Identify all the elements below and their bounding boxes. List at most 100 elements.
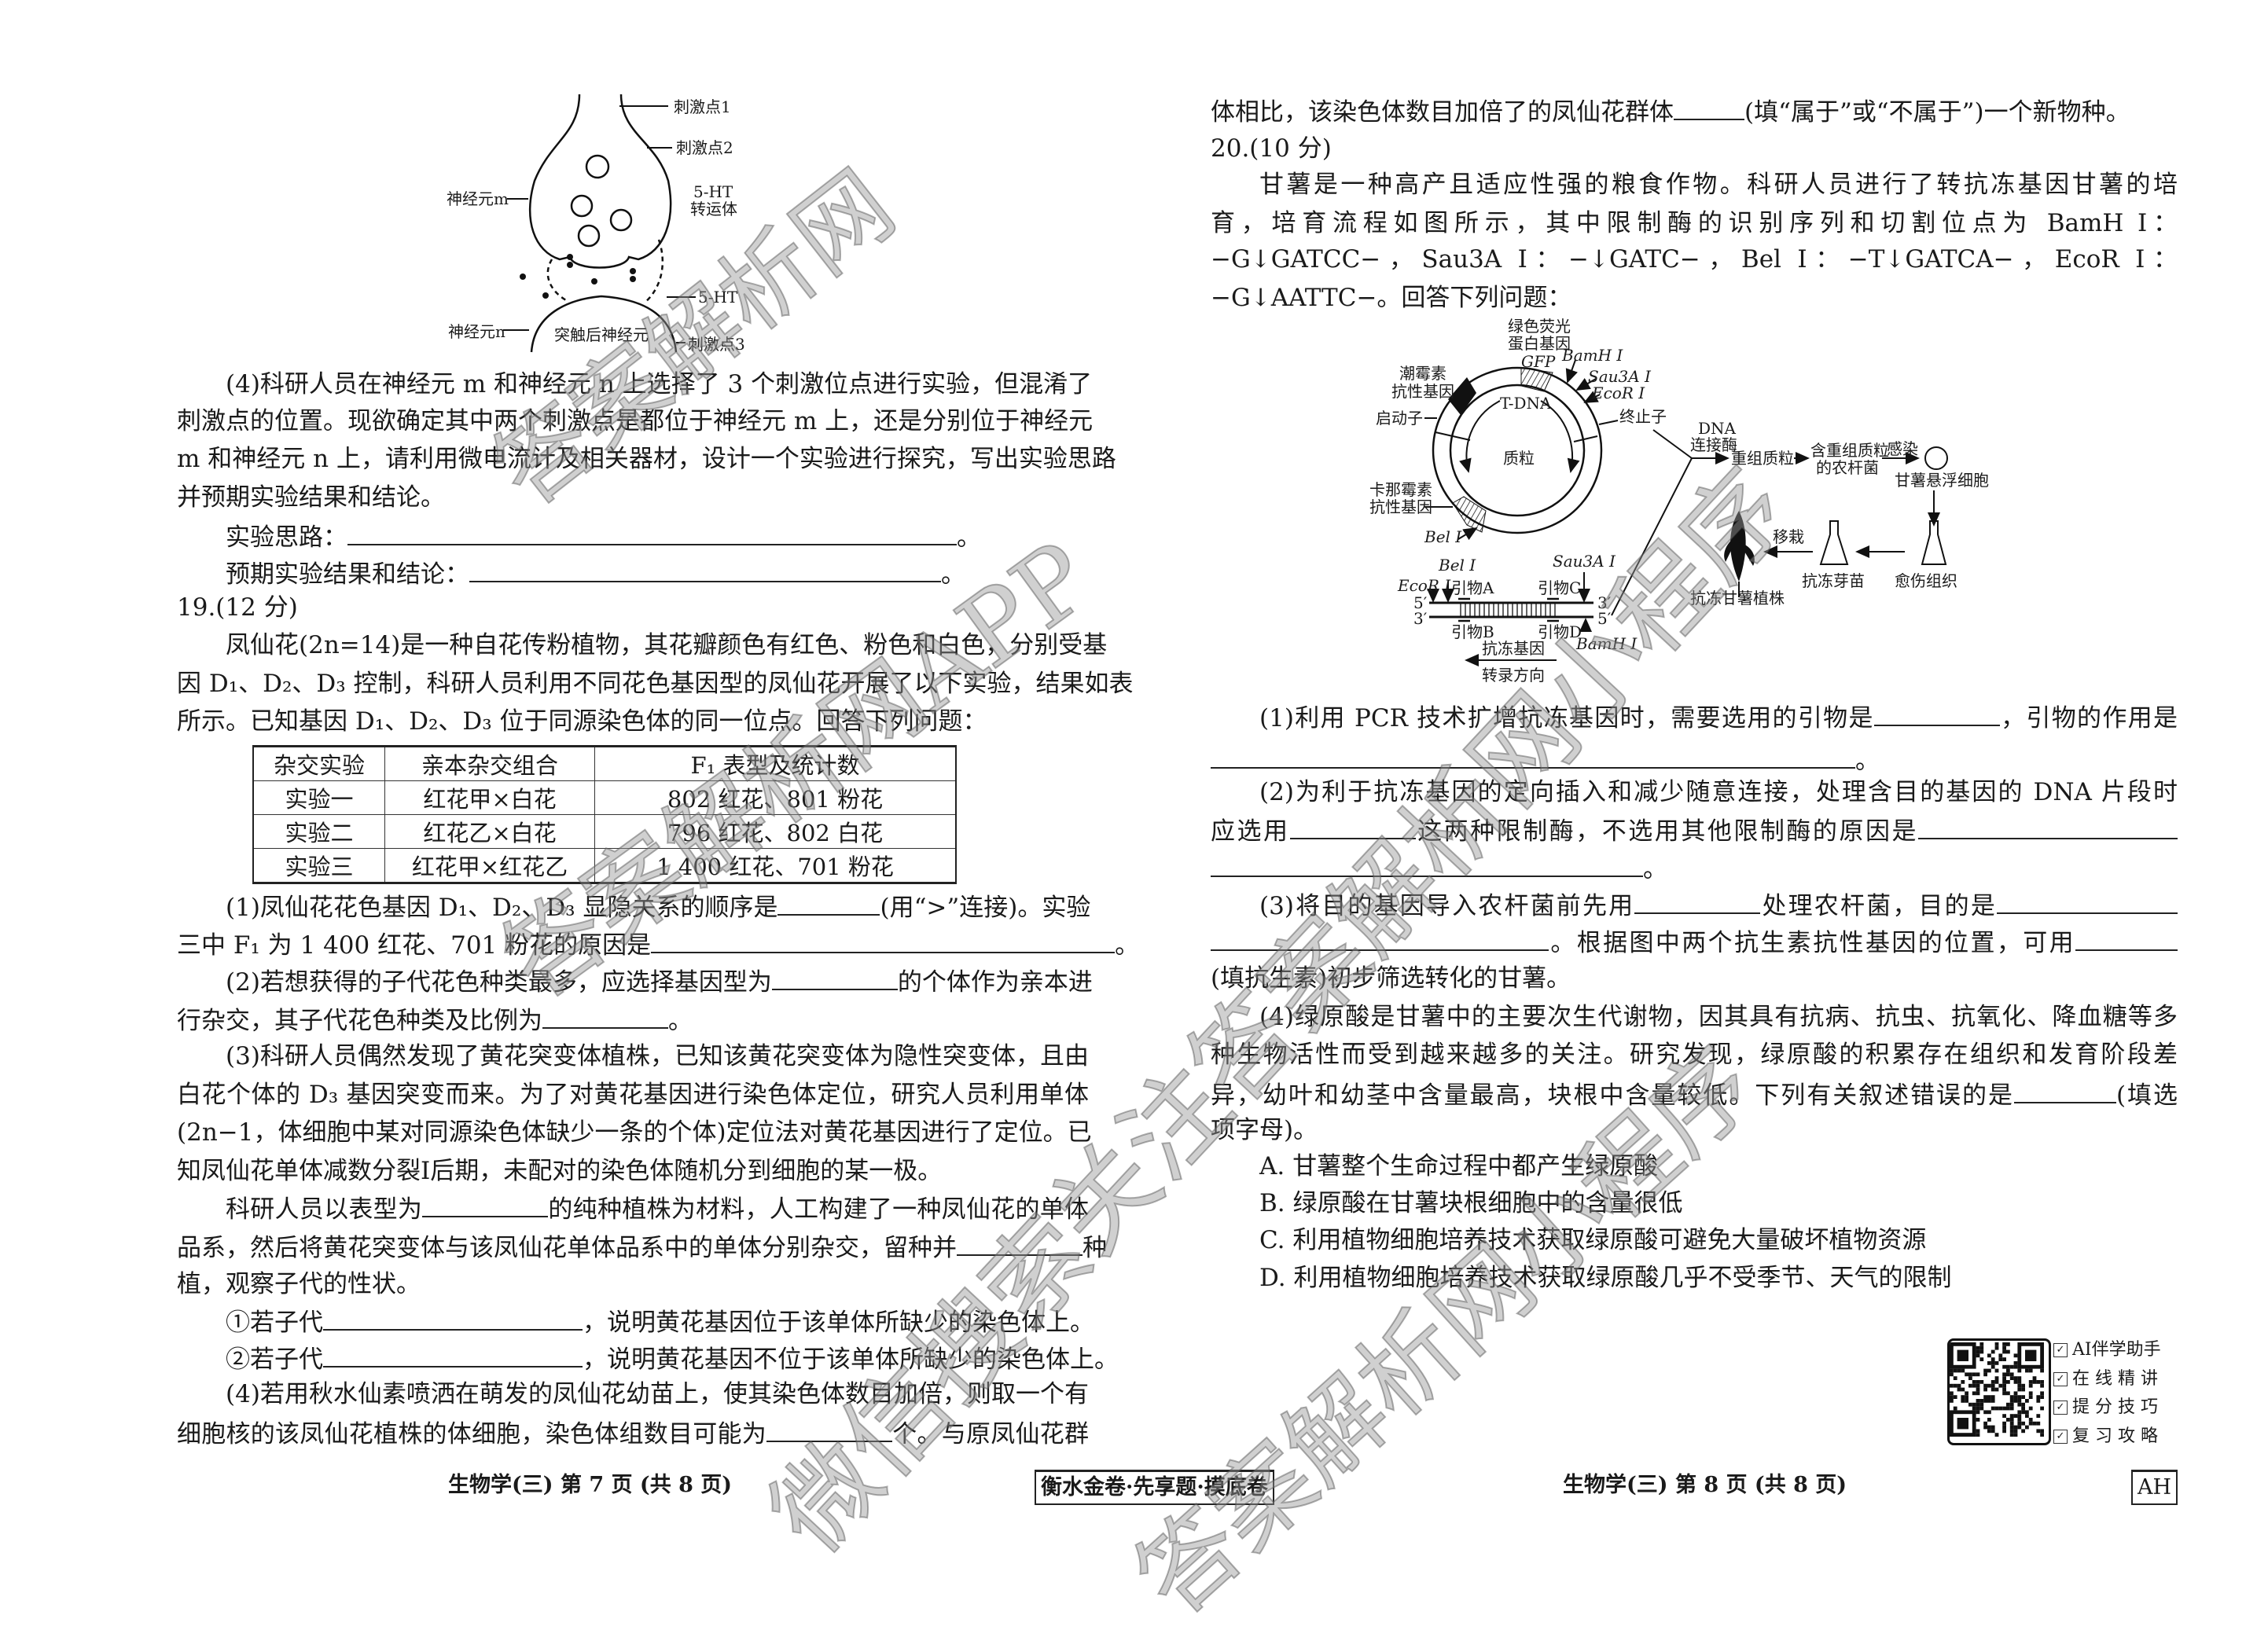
label-neuron-n: 神经元n	[448, 322, 505, 341]
text-segment: 科研人员以表型为	[226, 1195, 423, 1224]
answer-blank[interactable]	[1211, 740, 1855, 769]
text-segment: 细胞核的该凤仙花植株的体细胞，染色体组数目可能为	[177, 1420, 766, 1448]
label-suspension-cells: 甘薯悬浮细胞	[1895, 471, 1989, 490]
plasmid-diagram-drawing	[1424, 359, 1948, 666]
text-segment: 知凤仙花单体减数分裂Ⅰ后期，未配对的染色体随机分到细胞的某一极。	[177, 1157, 943, 1185]
text-segment: ①若子代	[226, 1309, 323, 1337]
text-line: 19.(12 分)	[177, 589, 298, 626]
text-segment: 处理农杆菌，目的是	[1760, 892, 1997, 920]
answer-blank[interactable]	[766, 1414, 892, 1442]
answer-blank[interactable]	[771, 962, 898, 990]
qr-code-pattern	[1950, 1342, 2044, 1437]
checkbox-icon: ✓	[2053, 1401, 2068, 1415]
answer-blank[interactable]	[1674, 92, 1744, 120]
answer-blank[interactable]	[777, 887, 880, 916]
label-ecor1-plasmid: EcoR Ⅰ	[1592, 384, 1645, 402]
table-cell: 红花甲×红花乙	[384, 848, 595, 883]
label-primer-b: 引物B	[1451, 622, 1494, 641]
text-segment: B. 绿原酸在甘薯块根细胞中的含量很低	[1259, 1189, 1683, 1217]
text-line: 实验思路：。	[226, 517, 981, 553]
text-line: 知凤仙花单体减数分裂Ⅰ后期，未配对的染色体随机分到细胞的某一极。	[177, 1153, 942, 1189]
answer-blank[interactable]	[651, 925, 1116, 953]
text-line: 甘薯是一种高产且适应性强的粮食作物。科研人员进行了转抗冻基因甘薯的培	[1259, 167, 2178, 203]
text-segment: (4)绿原酸是甘薯中的主要次生代谢物，因其具有抗病、抗虫、抗氧化、降血糖等多	[1259, 1003, 2178, 1031]
answer-blank[interactable]	[469, 554, 941, 582]
table-header: 杂交实验	[252, 746, 385, 781]
text-segment: m 和神经元 n 上，请利用微电流计及相关器材，设计一个实验进行探究，写出实验思…	[177, 445, 1116, 473]
answer-blank[interactable]	[542, 1000, 668, 1029]
answer-blank[interactable]	[1634, 886, 1761, 914]
label-ligase-2: 连接酶	[1690, 435, 1737, 454]
table-cell: 796 红花、802 白花	[594, 814, 957, 849]
text-segment: (2)为利于抗冻基因的定向插入和减少随意连接，处理含目的基因的 DNA 片段时	[1259, 778, 2178, 806]
label-bamh1-plasmid: BamH Ⅰ	[1562, 346, 1623, 365]
qr-feature-item: ✓提 分 技 巧	[2053, 1393, 2161, 1423]
text-segment: 的个体作为亲本进	[897, 968, 1093, 997]
checkbox-icon: ✓	[2053, 1429, 2068, 1444]
qr-feature-item: ✓AI伴学助手	[2053, 1336, 2161, 1365]
text-segment: 白花个体的 D₃ 基因突变而来。为了对黄花基因进行染色体定位，研究人员利用单体	[177, 1081, 1089, 1109]
answer-blank[interactable]	[323, 1302, 583, 1331]
label-t-dna: T-DNA	[1500, 394, 1552, 413]
answer-blank[interactable]	[2075, 923, 2178, 951]
text-segment: (用“>”连接)。实验	[880, 894, 1091, 922]
label-bel1-plasmid: Bel Ⅰ	[1424, 527, 1462, 546]
text-segment: (2n−1，体细胞中某对同源染色体缺少一条的个体)定位法对黄花基因进行了定位。已	[177, 1118, 1092, 1147]
qr-feature-list: ✓AI伴学助手 ✓ 在 线 精 讲 ✓提 分 技 巧 ✓复 习 攻 略	[2053, 1336, 2161, 1451]
text-segment: ，引物的作用是	[1999, 704, 2178, 732]
answer-blank[interactable]	[2013, 1075, 2116, 1103]
label-kanamycin-2: 抗性基因	[1369, 497, 1432, 516]
footer-left-page-number: 生物学(三) 第 7 页 (共 8 页)	[448, 1473, 733, 1497]
label-5prime-top: 5′	[1413, 593, 1428, 612]
qr-code[interactable]	[1947, 1338, 2051, 1445]
text-line: 科研人员以表型为 的纯种植株为材料，人工构建了一种凤仙花的单体	[226, 1189, 1089, 1225]
label-agrobacterium-1: 含重组质粒	[1810, 441, 1889, 460]
label-antifreeze-gene: 抗冻基因	[1482, 639, 1545, 658]
answer-blank[interactable]	[1211, 849, 1643, 877]
text-segment: 。	[1855, 747, 1880, 775]
text-segment: 刺激点的位置。现欲确定其中两个刺激点是都位于神经元 m 上，还是分别位于神经元	[177, 407, 1094, 435]
text-segment: 应选用	[1211, 817, 1290, 846]
text-line: 预期实验结果和结论：。	[226, 554, 965, 590]
answer-blank[interactable]	[323, 1339, 583, 1368]
answer-blank[interactable]	[347, 517, 957, 545]
label-hygromycin-2: 抗性基因	[1391, 382, 1454, 401]
text-line: (4)绿原酸是甘薯中的主要次生代谢物，因其具有抗病、抗虫、抗氧化、降血糖等多	[1259, 999, 2178, 1035]
text-line: 项字母)。	[1211, 1112, 1318, 1148]
text-line: 。	[1211, 740, 1880, 776]
text-segment: 。	[957, 523, 981, 552]
label-terminator: 终止子	[1619, 407, 1667, 426]
answer-blank[interactable]	[422, 1189, 549, 1217]
neuron-diagram-drawing	[503, 94, 696, 353]
answer-blank[interactable]	[957, 1228, 1083, 1256]
answer-blank[interactable]	[1289, 811, 1416, 839]
label-3prime-top: 3′	[1597, 593, 1612, 612]
label-stimulus-1: 刺激点1	[674, 97, 731, 116]
answer-blank[interactable]	[1997, 886, 2178, 914]
text-line: (4)若用秋水仙素喷洒在萌发的凤仙花幼苗上，使其染色体数目加倍，则取一个有	[226, 1376, 1089, 1412]
text-line: 体相比，该染色体数目加倍了的凤仙花群体(填“属于”或“不属于”)一个新物种。	[1211, 92, 2130, 128]
qr-feature-label: 在 线 精 讲	[2072, 1368, 2158, 1389]
text-segment: 。	[1115, 931, 1140, 960]
transgenic-sweet-potato-figure: 绿色荧光 蛋白基因 GFP BamH Ⅰ 潮霉素 抗性基因 Sau3A Ⅰ Ec…	[0, 0, 1989, 684]
qr-feature-item: ✓复 习 攻 略	[2053, 1423, 2161, 1452]
label-sau3a1-gene: Sau3A Ⅰ	[1553, 552, 1616, 571]
text-line: 行杂交，其子代花色种类及比例为。	[177, 1000, 693, 1037]
text-segment: 的纯种植株为材料，人工构建了一种凤仙花的单体	[548, 1195, 1090, 1224]
label-infect: 感染	[1887, 439, 1918, 458]
label-5ht-transporter-2: 转运体	[690, 200, 737, 218]
answer-blank[interactable]	[1211, 923, 1549, 951]
answer-blank[interactable]	[1873, 698, 2000, 726]
text-segment: ②若子代	[226, 1345, 323, 1374]
text-segment: ，说明黄花基因不位于该单体所缺少的染色体上。	[583, 1345, 1119, 1374]
label-transcription-direction: 转录方向	[1482, 666, 1545, 685]
text-segment: ，说明黄花基因位于该单体所缺少的染色体上。	[583, 1309, 1094, 1337]
label-hygromycin-1: 潮霉素	[1399, 364, 1446, 383]
answer-blank[interactable]	[1918, 811, 2178, 839]
text-line: D. 利用植物细胞培养技术获取绿原酸几乎不受季节、天气的限制	[1259, 1260, 1951, 1296]
label-postsynaptic-neuron: 突触后神经元	[554, 325, 649, 344]
neuron-synapse-figure: 刺激点1 刺激点2 神经元m 5-HT 转运体 5-HT 神经元n 突触后神经元…	[440, 90, 755, 362]
